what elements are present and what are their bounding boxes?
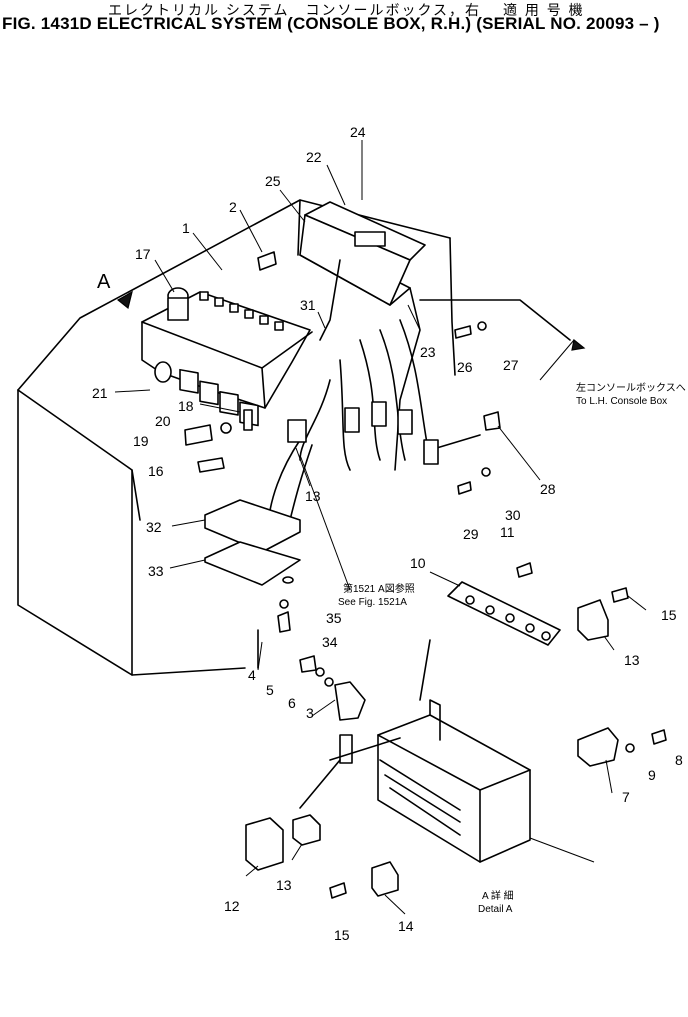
callout-24: 24 (350, 124, 366, 140)
clip-18 (243, 409, 253, 431)
callout-16: 16 (148, 463, 164, 479)
washer-20 (220, 422, 232, 434)
bolt-4 (299, 655, 317, 673)
callout-23: 23 (420, 344, 436, 360)
grommet-plates (204, 499, 301, 669)
bolt-11 (516, 562, 533, 578)
callout-13-right: 13 (624, 652, 640, 668)
connector (344, 407, 360, 433)
fuse-row (199, 291, 284, 331)
callout-14: 14 (398, 918, 414, 934)
console-box-body (17, 199, 456, 676)
callout-27: 27 (503, 357, 519, 373)
figure-title: FIG. 1431D ELECTRICAL SYSTEM (CONSOLE BO… (2, 14, 660, 33)
connector (397, 409, 413, 435)
note-see-fig-jp: 第1521 A図参照 (343, 582, 415, 595)
relay-block (116, 251, 313, 473)
relay-13-top (287, 419, 307, 443)
callout-1: 1 (182, 220, 190, 236)
note-to-lh-jp: 左コンソールボックスへ (576, 381, 686, 394)
detail-a-bracket (245, 562, 667, 899)
callout-5: 5 (266, 682, 274, 698)
callout-15: 15 (661, 607, 677, 623)
callout-10: 10 (410, 555, 426, 571)
bolt-26 (454, 325, 472, 339)
japanese-title: エレクトリカル システム コンソールボックス，右 適 用 号 機 (108, 2, 585, 18)
bolt-34 (277, 611, 291, 633)
washer-35 (279, 599, 289, 609)
buzzer-body (167, 297, 189, 321)
note-to-lh-en: To L.H. Console Box (576, 396, 667, 407)
callout-11: 11 (500, 524, 515, 540)
callout-15-lower: 15 (334, 927, 350, 943)
relay-7 (577, 727, 619, 767)
callout-34: 34 (322, 634, 338, 650)
callout-7: 7 (622, 789, 630, 805)
bolt-29 (457, 481, 472, 495)
view-a-label: A (97, 271, 111, 293)
callout-31: 31 (300, 297, 316, 313)
callout-25: 25 (265, 173, 281, 189)
relay-13-lower (292, 814, 321, 846)
clamp-28 (483, 411, 501, 431)
callout-9: 9 (648, 767, 656, 783)
relay-12 (245, 817, 284, 871)
callout-19: 19 (133, 433, 149, 449)
callout-12: 12 (224, 898, 240, 914)
washer-6 (324, 677, 334, 687)
callout-26: 26 (457, 359, 473, 375)
view-arrow (116, 290, 133, 310)
callout-4: 4 (248, 667, 256, 683)
callout-13-lower: 13 (276, 877, 292, 893)
callout-33: 33 (148, 563, 164, 579)
note-detail-en: Detail A (478, 904, 513, 915)
bolt-15-right (611, 587, 629, 603)
callout-21: 21 (92, 385, 108, 401)
callout-20: 20 (155, 413, 171, 429)
relay-14 (371, 861, 399, 897)
callout-numbers: 1 2 3 4 5 6 7 8 9 10 11 12 13 13 13 14 1… (92, 124, 683, 943)
washer-27 (477, 321, 487, 331)
callout-18: 18 (178, 398, 194, 414)
bolt-15-lower (329, 882, 347, 899)
callout-28: 28 (540, 481, 556, 497)
callout-29: 29 (463, 526, 479, 542)
relay-13-right (577, 599, 609, 641)
note-detail-jp: A 詳 細 (482, 889, 514, 902)
washer-5 (315, 667, 325, 677)
bracket-1 (377, 714, 531, 863)
note-see-fig-en: See Fig. 1521A (338, 597, 407, 608)
bolt-19 (184, 424, 213, 446)
callout-6: 6 (288, 695, 296, 711)
diode (154, 361, 172, 383)
washer-30 (481, 467, 491, 477)
callout-17: 17 (135, 246, 151, 262)
bolt-8 (651, 729, 667, 745)
bolt-2 (257, 251, 277, 271)
callout-8: 8 (675, 752, 683, 768)
callout-30: 30 (505, 507, 521, 523)
wiring-harness (267, 299, 586, 526)
callout-3: 3 (306, 705, 314, 721)
callout-2: 2 (229, 199, 237, 215)
callout-32: 32 (146, 519, 162, 535)
washer-9 (625, 743, 635, 753)
connector-24 (354, 231, 386, 247)
controller-unit (299, 201, 426, 471)
connector (371, 401, 387, 427)
callout-35: 35 (326, 610, 342, 626)
callout-13: 13 (305, 488, 321, 504)
connector (423, 439, 439, 465)
callout-22: 22 (306, 149, 322, 165)
bolt-16 (197, 457, 225, 473)
flasher-lead (339, 734, 353, 764)
flasher-3 (334, 681, 366, 721)
leader-lines (114, 140, 647, 915)
